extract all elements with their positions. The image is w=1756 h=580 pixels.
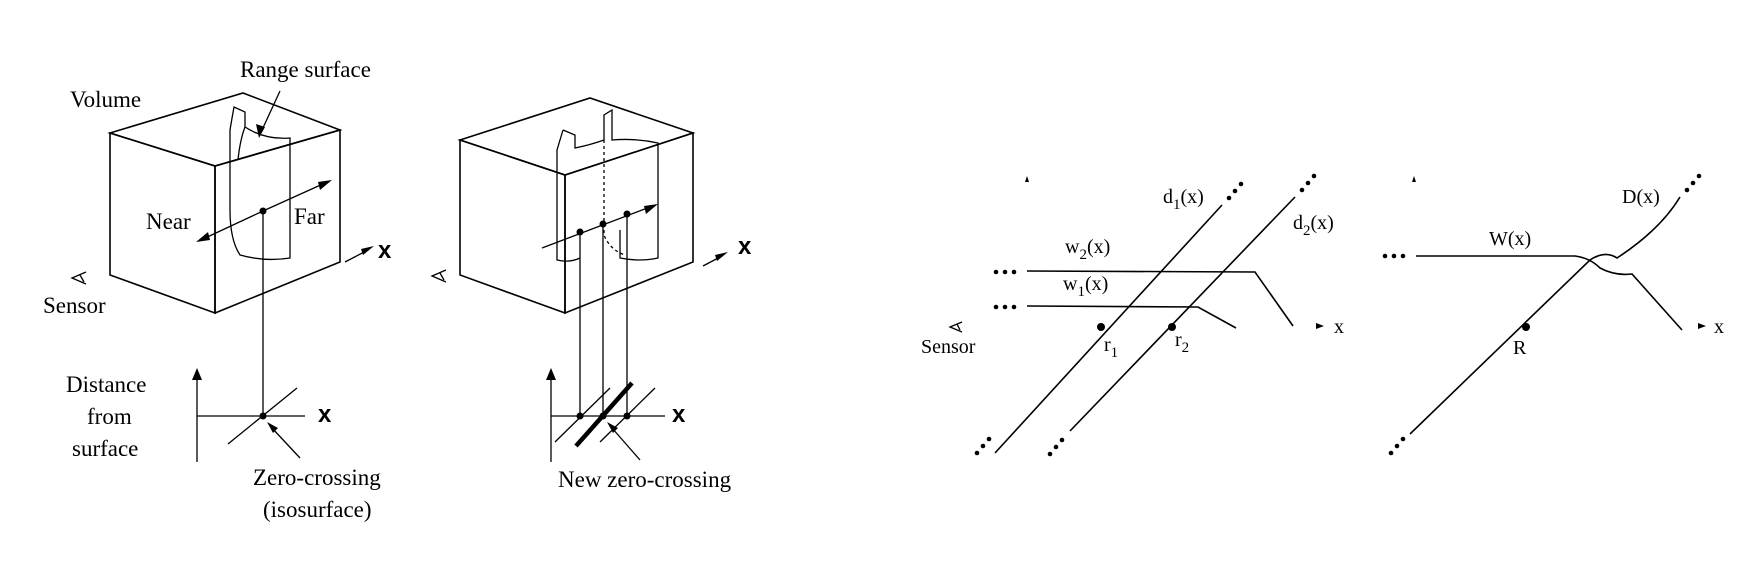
near-label: Near: [146, 209, 191, 234]
w1-label: w1(x): [1063, 273, 1108, 300]
d1-line: [994, 204, 1223, 454]
ray-arrow-b: [541, 204, 658, 249]
D-label: D(x): [1622, 186, 1660, 208]
x-label-c: x: [1334, 316, 1344, 338]
plot-x-label: x: [318, 401, 332, 428]
d2-line: [1069, 196, 1296, 432]
far-label: Far: [294, 204, 325, 229]
panel-d-combined-diagram: D(x) W(x) R x: [1382, 173, 1724, 456]
panel-c-distance-weight-diagram: Sensor x d1(x) d2(x) w2(x) w1(x) r1 r2: [921, 173, 1344, 457]
d1-label: d1(x): [1163, 186, 1204, 213]
sensor-label-c: Sensor: [921, 336, 976, 358]
ellipsis-dots-d: [1382, 173, 1702, 456]
distance-plot: [192, 368, 305, 462]
range-surfaces-b: [556, 108, 659, 262]
ellipsis-dots-c: [974, 173, 1317, 457]
x-label-d: x: [1714, 316, 1724, 338]
volume-x-axis-arrow: [344, 246, 374, 263]
W-line: [1416, 255, 1683, 331]
D-line: [1409, 196, 1681, 435]
x-axis-arrowhead-d: [1698, 323, 1706, 329]
volume-cube: [107, 92, 343, 315]
volume-x-axis-arrow-b: [702, 252, 728, 267]
r1-label: r1: [1104, 334, 1118, 361]
x-axis-arrowhead-c: [1316, 323, 1324, 329]
sensor-icon-b: [430, 269, 447, 283]
volume-x-label-b: x: [738, 233, 752, 260]
W-label: W(x): [1489, 228, 1531, 250]
d2-label: d2(x): [1293, 212, 1334, 239]
R-label: R: [1513, 337, 1527, 359]
distance-label-line2: from: [87, 404, 132, 429]
sensor-label: Sensor: [43, 293, 106, 318]
new-zero-crossing-arrow: [607, 422, 641, 461]
volume-cube-b: [457, 97, 696, 315]
new-zero-crossing-label: New zero-crossing: [558, 467, 732, 492]
zero-crossing-label-line1: Zero-crossing: [253, 465, 381, 490]
w2-label: w2(x): [1065, 236, 1110, 263]
zero-crossing-label-line2: (isosurface): [263, 497, 372, 522]
w2-line: [1026, 270, 1294, 327]
sensor-icon-c: [948, 321, 963, 333]
volume-label: Volume: [70, 87, 141, 112]
zero-crossing-arrow: [267, 422, 301, 459]
plot-x-label-b: x: [672, 401, 686, 428]
far-arrow: [262, 180, 332, 212]
range-surface-arrow: [256, 90, 281, 138]
panel-b-volume-diagram: x x New zero-crossing: [430, 97, 752, 492]
distance-label-line3: surface: [72, 436, 138, 461]
range-surface-label: Range surface: [240, 57, 371, 82]
distance-label-line1: Distance: [66, 372, 146, 397]
r2-label: r2: [1175, 329, 1189, 356]
volume-x-label: x: [378, 237, 392, 264]
w1-line: [1026, 305, 1237, 329]
near-arrow: [196, 210, 264, 242]
panel-a-volume-diagram: x x Volume Range surface Near Far Sensor…: [43, 57, 392, 522]
distance-plot-b: [546, 368, 665, 462]
range-surface-shape: [229, 106, 291, 261]
sensor-icon: [70, 271, 87, 285]
